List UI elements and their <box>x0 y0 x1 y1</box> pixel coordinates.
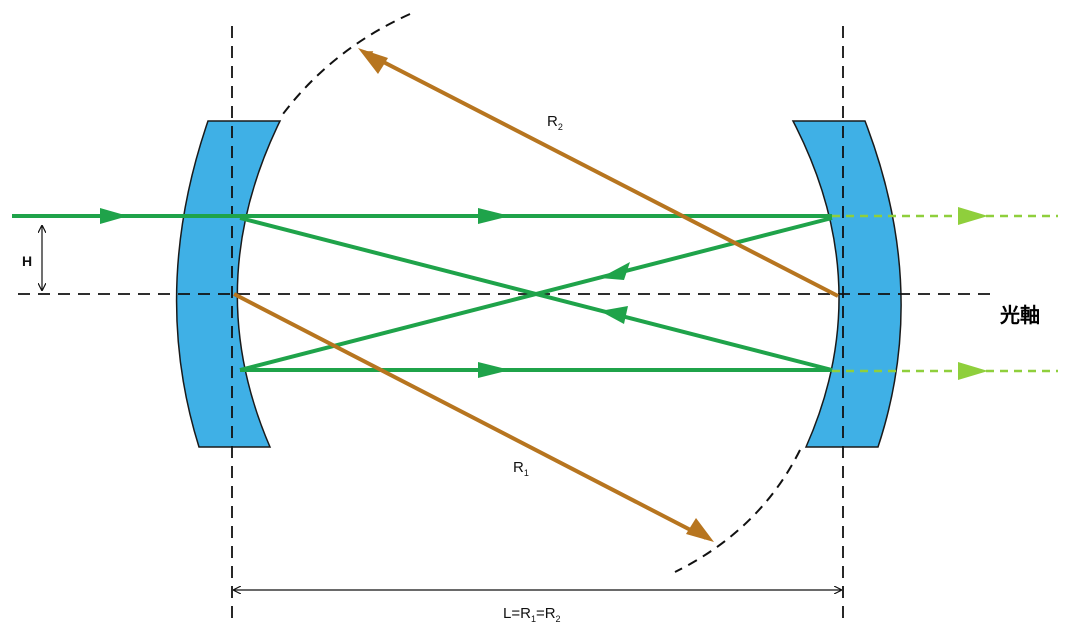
length-label-l: L=R <box>503 605 531 622</box>
radius-r2-arrow <box>362 50 839 298</box>
beam-paths <box>12 214 833 372</box>
radius-r2-label: R2 <box>547 113 563 132</box>
curvature-arc-bottom <box>674 449 801 573</box>
radius-r1-label-sub: 1 <box>524 468 529 478</box>
exit-arrow-top <box>958 207 988 225</box>
left-mirror <box>175 120 282 448</box>
height-label: H <box>22 253 32 269</box>
beam-arrow-top <box>478 208 510 224</box>
radius-r1-arrowhead <box>686 518 714 542</box>
radius-r1-arrow <box>233 292 707 540</box>
beam-arrow-down-return <box>600 306 628 324</box>
beam-arrow-input <box>100 208 128 224</box>
right-mirror <box>791 120 902 448</box>
radius-r1-label-main: R <box>513 459 524 476</box>
length-label-sub2: 2 <box>556 614 561 624</box>
optical-axis-label: 光軸 <box>999 304 1040 327</box>
length-label: L=R1=R2 <box>503 605 561 624</box>
radius-r2-label-main: R <box>547 113 558 130</box>
length-label-sub1: 1 <box>531 614 536 624</box>
radius-r1-label: R1 <box>513 459 529 478</box>
curvature-arc-top <box>279 13 411 119</box>
exit-arrow-bottom <box>958 362 988 380</box>
beam-arrowheads <box>100 208 630 378</box>
length-label-eq: =R <box>536 605 556 622</box>
radius-r2-label-sub: 2 <box>558 122 563 132</box>
radius-r2-arrowhead <box>358 48 388 74</box>
exit-beams <box>832 207 1058 380</box>
beam-arrow-bottom <box>478 362 510 378</box>
beam-arrow-up-return <box>600 262 630 280</box>
